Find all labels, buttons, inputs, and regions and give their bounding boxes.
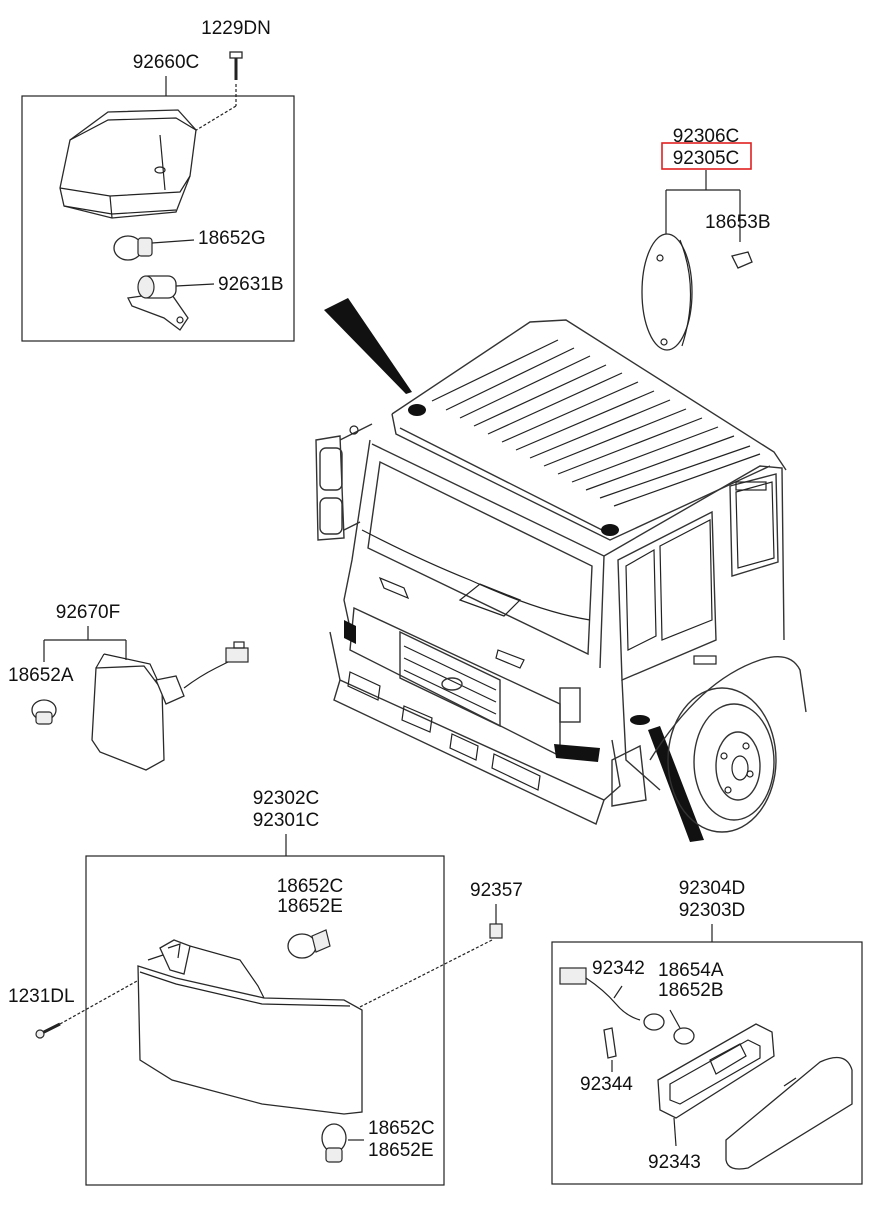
label-92342[interactable]: 92342 [592, 958, 645, 979]
side-turn-lens [725, 1056, 853, 1170]
label-18654a[interactable]: 18654A [658, 960, 724, 981]
front-wheel [667, 687, 777, 833]
roof-ribs [431, 339, 761, 507]
screw-1229dn [229, 51, 243, 80]
gasket-92343 [657, 1023, 775, 1147]
bulb-18652c-top [287, 929, 331, 959]
label-1231dl[interactable]: 1231DL [8, 986, 75, 1007]
group-side-turn-lamp: 92304D 92303D 92342 18654A 18652B 92344 [551, 878, 863, 1185]
marker-lamp-92670f [91, 641, 249, 771]
label-18652b[interactable]: 18652B [658, 980, 724, 1001]
bulb-18652c-bot [321, 1123, 364, 1163]
group-box-92660c [21, 95, 295, 342]
label-92302c[interactable]: 92302C [253, 788, 320, 809]
label-92303d[interactable]: 92303D [679, 900, 746, 921]
label-18653b[interactable]: 18653B [705, 212, 771, 233]
group-marker-lamp-92670f: 92670F 18652A [8, 602, 249, 771]
pointer-side [648, 726, 704, 842]
side-marker-lamp [641, 233, 693, 351]
label-18652c-top[interactable]: 18652C [277, 876, 344, 897]
label-92301c[interactable]: 92301C [253, 810, 320, 831]
label-1229dn[interactable]: 1229DN [201, 18, 271, 39]
combination-lamp-body [137, 939, 363, 1115]
nut-92357 [489, 904, 503, 939]
label-92343[interactable]: 92343 [648, 1152, 701, 1173]
group-combination-lamp: 92302C 92301C 18652C 18652E 92357 1231DL [8, 788, 523, 1186]
bulb-18652g [113, 235, 195, 261]
group-box-92302c [85, 855, 445, 1186]
label-18652e-bot[interactable]: 18652E [368, 1140, 434, 1161]
label-92306c[interactable]: 92306C [673, 126, 740, 147]
clip-92344 [603, 1027, 617, 1072]
roof-lamp-marker-rear [601, 524, 619, 536]
group-box-92304d [551, 941, 863, 1185]
label-92670f[interactable]: 92670F [56, 602, 120, 623]
label-92631b[interactable]: 92631B [218, 274, 284, 295]
label-18652c-bot[interactable]: 18652C [368, 1118, 435, 1139]
label-18652a[interactable]: 18652A [8, 665, 74, 686]
bulb-18653b [731, 251, 753, 269]
roof-lamp-marker [408, 404, 426, 416]
side-mirror [315, 423, 373, 541]
truck-cab-illustration [315, 298, 807, 842]
group-cab-side-marker: 92306C 92305C 18653B [641, 126, 771, 351]
label-18652g[interactable]: 18652G [198, 228, 266, 249]
label-92305c[interactable]: 92305C [673, 148, 740, 169]
roof-lamp-housing [59, 109, 197, 219]
label-92660c[interactable]: 92660C [133, 52, 200, 73]
group-roof-marker-lamp: 1229DN 92660C 18652G [21, 18, 295, 342]
highlight-box-92305c [661, 142, 752, 170]
label-18652e-top[interactable]: 18652E [277, 896, 343, 917]
label-92304d[interactable]: 92304D [679, 878, 746, 899]
label-92357[interactable]: 92357 [470, 880, 523, 901]
socket-92631b [127, 275, 215, 331]
screw-1231dl [35, 1022, 61, 1039]
harness-92342 [559, 967, 665, 1031]
bulb-18652a [31, 699, 57, 725]
label-92344[interactable]: 92344 [580, 1074, 633, 1095]
pointer-roof [324, 298, 412, 394]
bulb-18652b [669, 1009, 695, 1045]
